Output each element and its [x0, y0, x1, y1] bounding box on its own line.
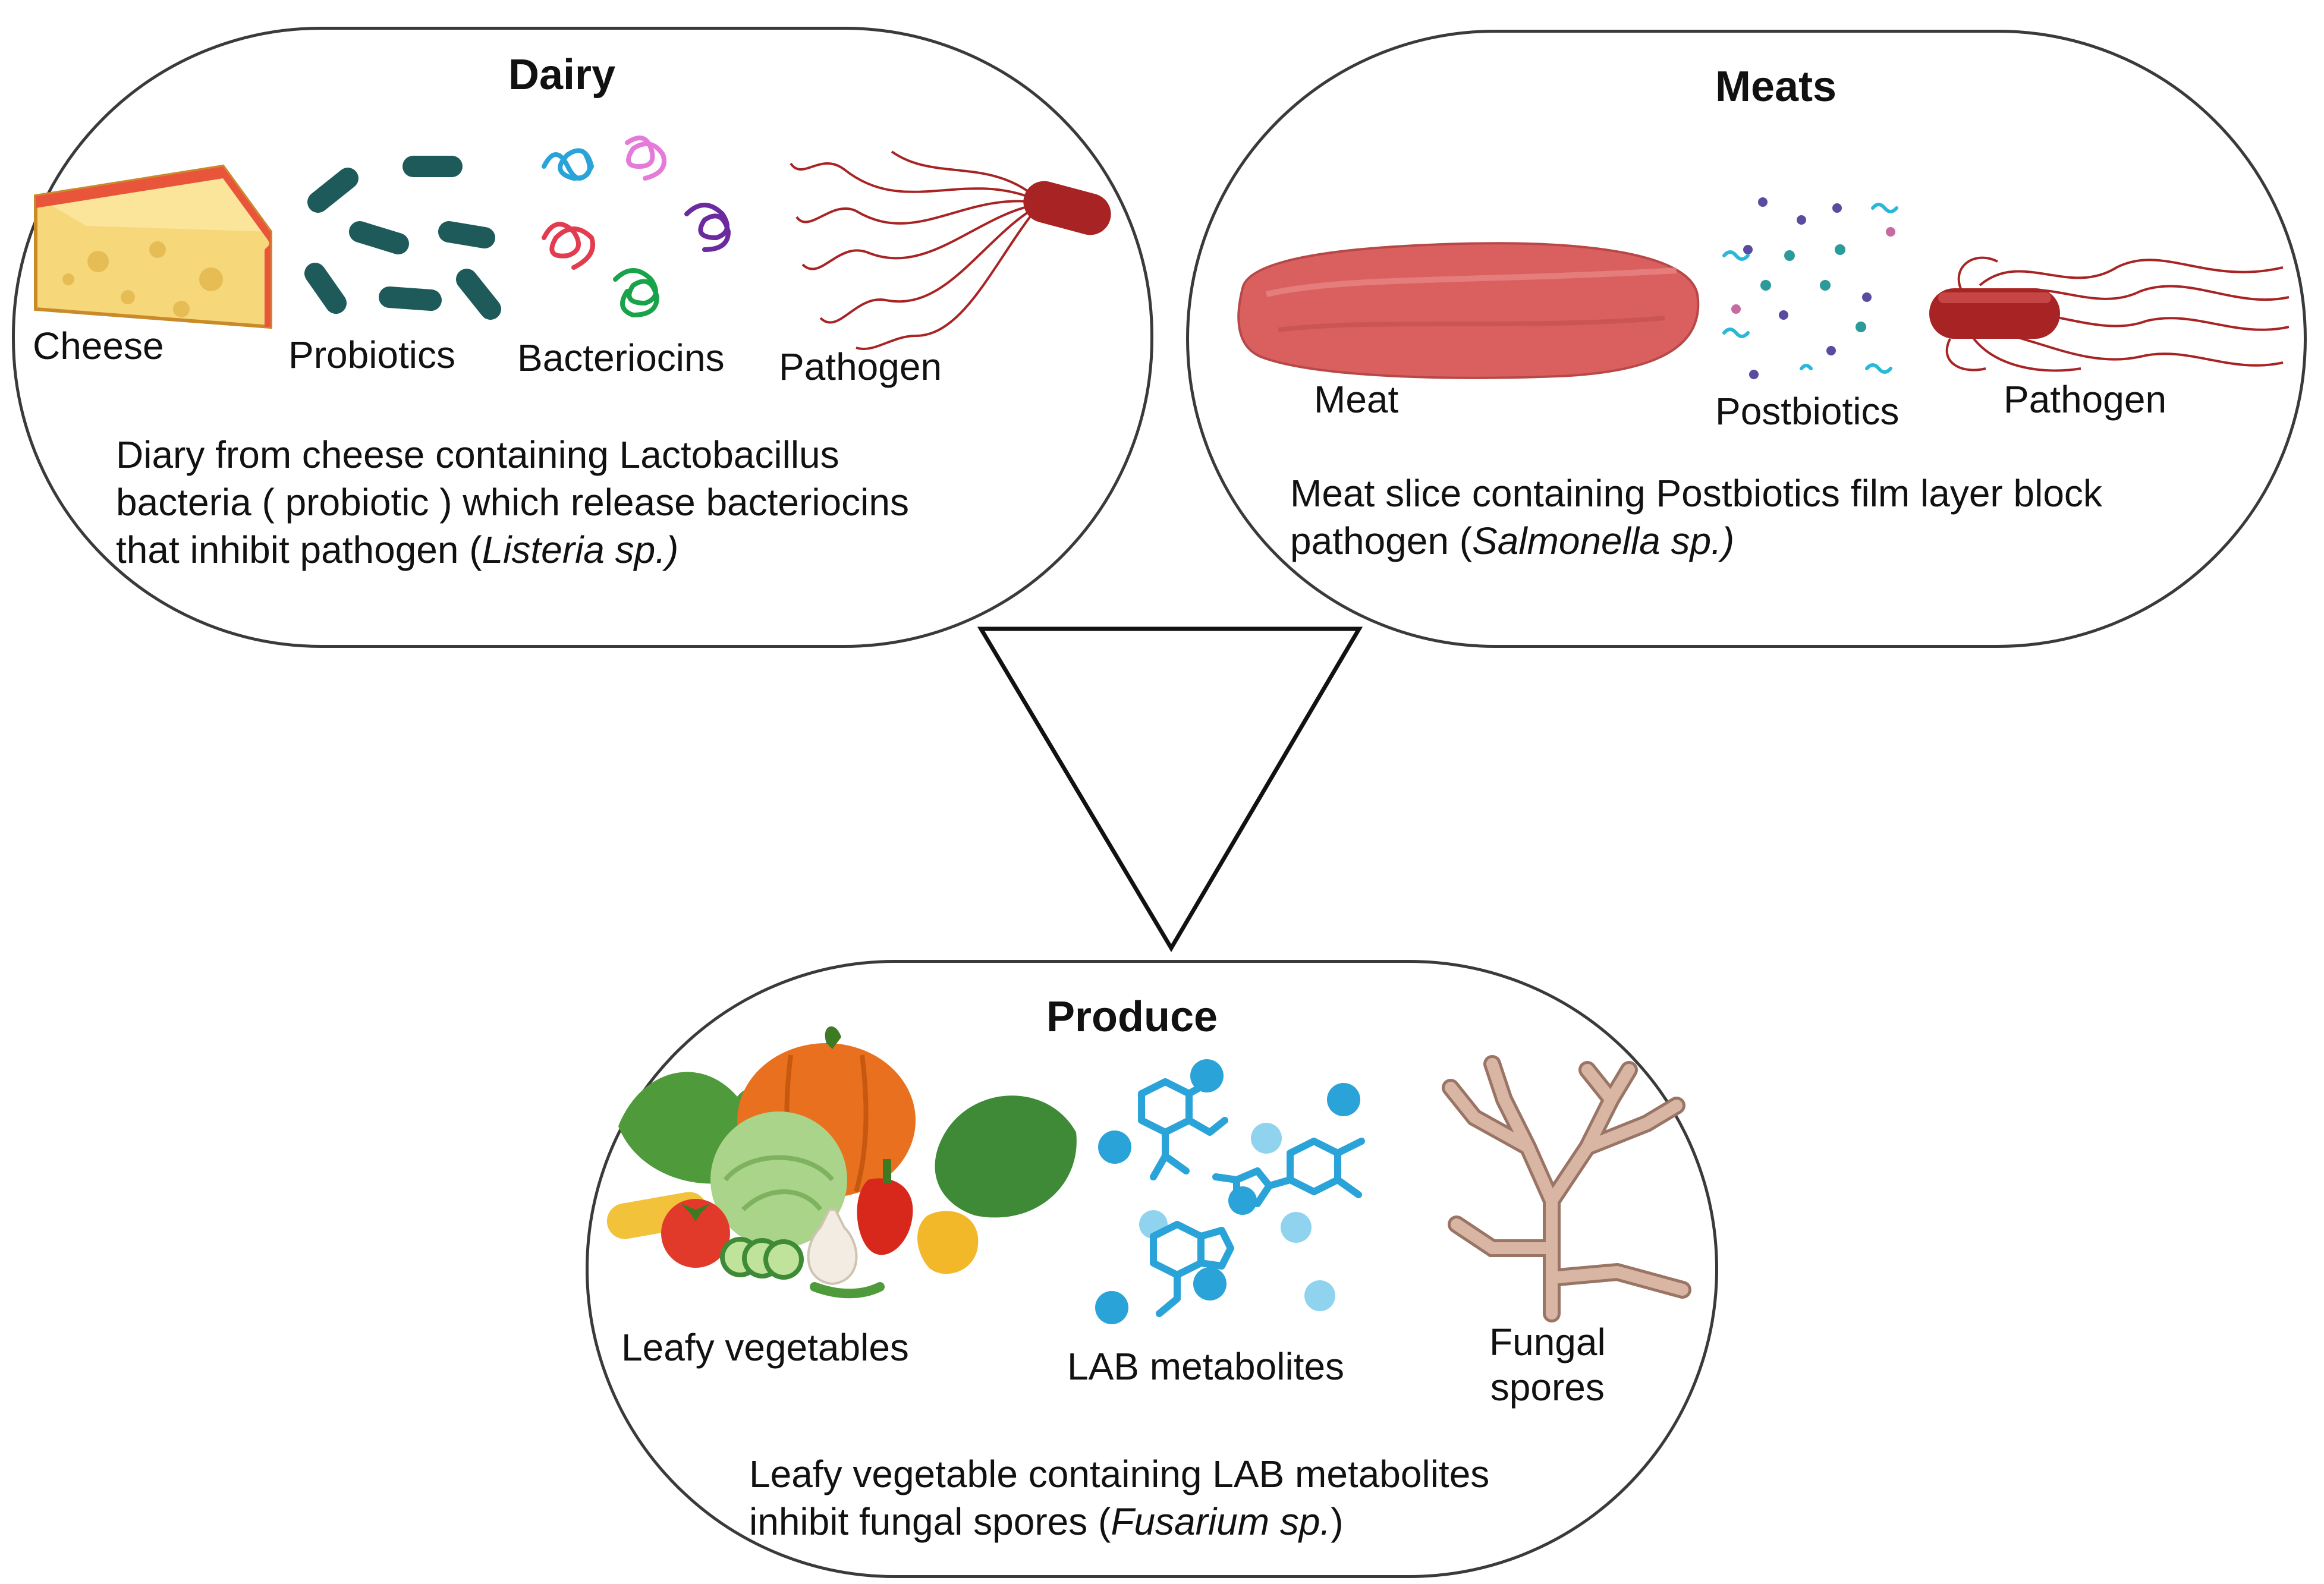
- lab-metabolites-label: LAB metabolites: [1067, 1345, 1345, 1388]
- center-triangle: [977, 626, 1363, 952]
- fungal-label-line2: spores: [1490, 1366, 1605, 1409]
- produce-description: Leafy vegetable containing LAB metabolit…: [749, 1450, 1489, 1545]
- cheese-label: Cheese: [33, 325, 164, 367]
- produce-desc-line2-text: inhibit fungal spores (: [749, 1500, 1111, 1543]
- pathogen-label-meats: Pathogen: [2004, 378, 2167, 421]
- dairy-desc-line2: bacteria ( probiotic ) which release bac…: [116, 481, 909, 524]
- dairy-desc-line3: that inhibit pathogen (Listeria sp.): [116, 526, 909, 574]
- produce-desc-line2-close: ): [1331, 1500, 1344, 1543]
- dairy-title: Dairy: [508, 51, 616, 99]
- meats-title: Meats: [1715, 63, 1837, 111]
- pathogen-label-dairy: Pathogen: [779, 345, 942, 388]
- probiotics-icon: [304, 156, 501, 320]
- dairy-desc-line3-text: that inhibit pathogen (: [116, 528, 482, 571]
- bacteriocins-icon: [542, 136, 731, 318]
- cheese-icon: [34, 164, 272, 329]
- fungal-spores-label: Fungal spores: [1489, 1320, 1606, 1410]
- postbiotics-label: Postbiotics: [1715, 390, 1900, 433]
- leafy-vegetables-label: Leafy vegetables: [621, 1326, 909, 1369]
- lab-metabolites-icon: [1095, 1059, 1365, 1324]
- dairy-desc-organism: Listeria sp.): [482, 528, 679, 571]
- meats-desc-line2: pathogen (Salmonella sp.): [1290, 517, 2102, 565]
- meats-desc-line1: Meat slice containing Postbiotics film l…: [1290, 472, 2102, 515]
- fungal-spores-icon: [1442, 1055, 1691, 1322]
- vegetables-icon: [606, 1026, 1077, 1299]
- dairy-panel: [12, 27, 1153, 648]
- dairy-description: Diary from cheese containing Lactobacill…: [116, 431, 909, 574]
- pathogen-icon-meats: [1929, 256, 2290, 372]
- produce-title: Produce: [1046, 993, 1218, 1041]
- produce-desc-organism: Fusarium sp.: [1111, 1500, 1331, 1543]
- bacteriocins-label: Bacteriocins: [517, 336, 725, 379]
- produce-desc-line1: Leafy vegetable containing LAB metabolit…: [749, 1453, 1490, 1495]
- dairy-desc-line1: Diary from cheese containing Lactobacill…: [116, 433, 839, 476]
- fungal-label-line1: Fungal: [1489, 1321, 1606, 1363]
- meat-icon: [1237, 242, 1700, 379]
- meat-label: Meat: [1314, 378, 1399, 421]
- pathogen-icon: [790, 150, 1111, 350]
- probiotics-label: Probiotics: [288, 333, 455, 376]
- meats-desc-line2-text: pathogen (: [1290, 519, 1473, 562]
- postbiotics-icon: [1722, 197, 1898, 379]
- produce-desc-line2: inhibit fungal spores (Fusarium sp.): [749, 1498, 1489, 1545]
- meats-desc-organism: Salmonella sp.): [1472, 519, 1735, 562]
- meats-description: Meat slice containing Postbiotics film l…: [1290, 470, 2102, 565]
